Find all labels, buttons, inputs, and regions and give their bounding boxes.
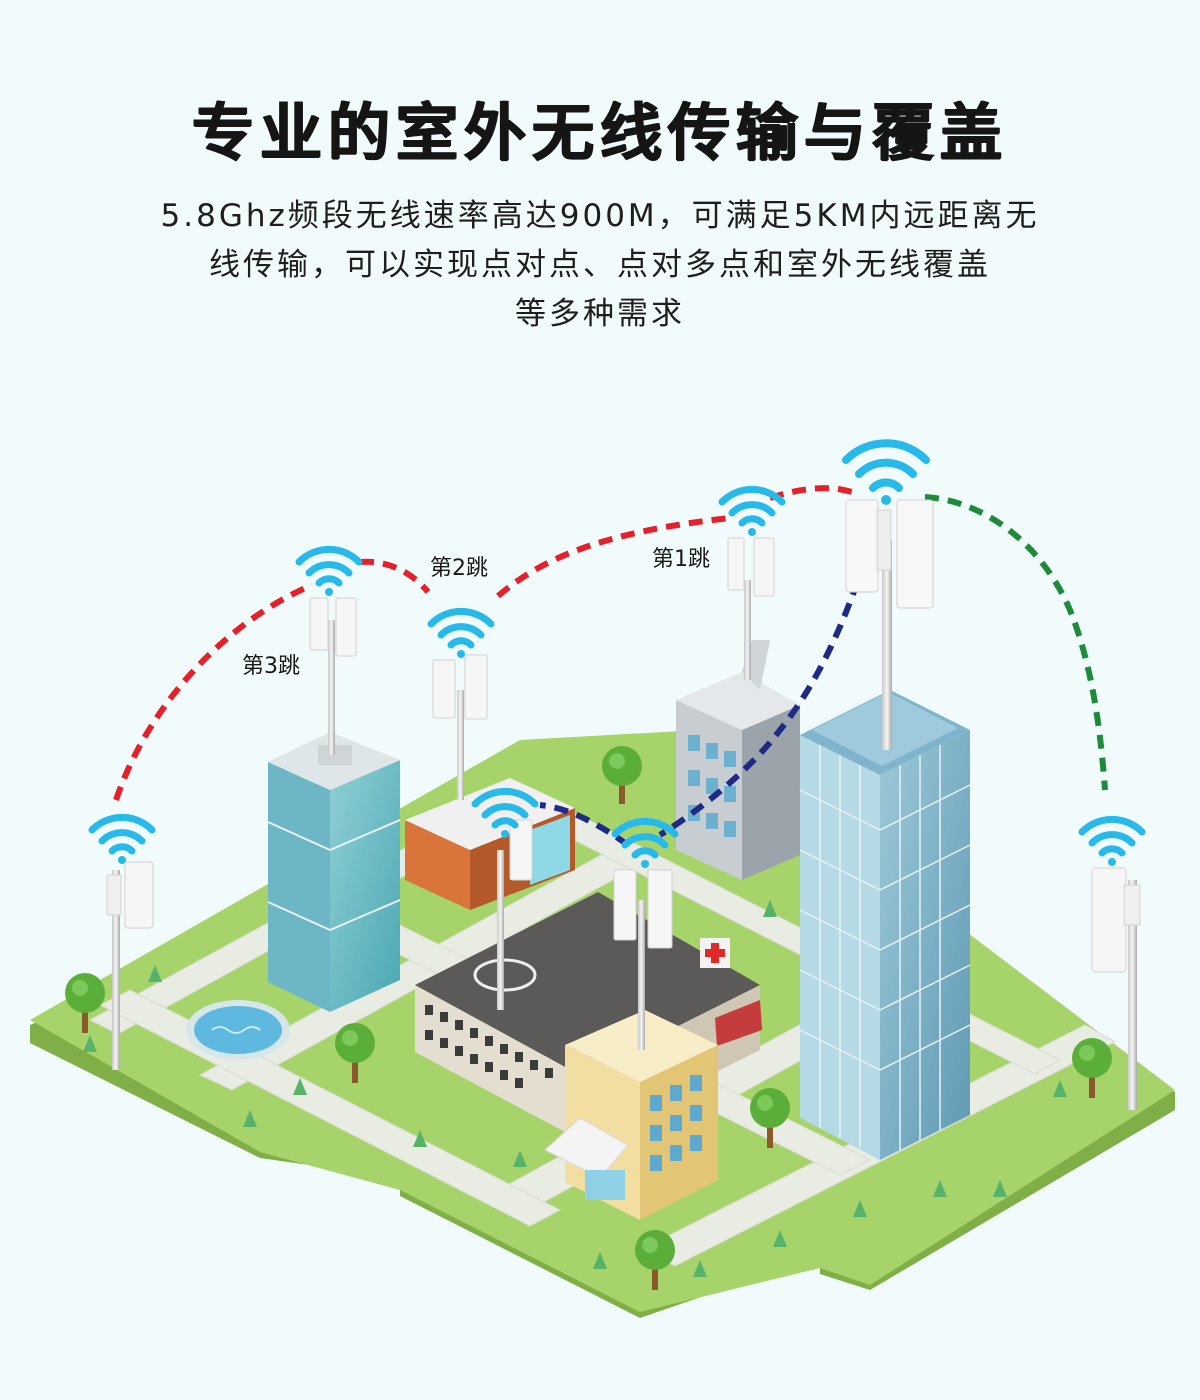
link-green [924, 494, 1108, 791]
yellow-building [544, 1010, 718, 1220]
hop-label-1: 第1跳 [652, 547, 710, 572]
wifi-signal-icon [88, 439, 1146, 868]
description-line-2: 线传输，可以实现点对点、点对多点和室外无线覆盖 [209, 247, 991, 283]
antenna-tower-icon [106, 499, 1141, 1110]
hop-label-2: 第2跳 [430, 556, 488, 581]
glass-tower-left [267, 732, 401, 1012]
tall-glass-tower [799, 690, 971, 1160]
wireless-links [113, 485, 1108, 848]
grass-shrubs [83, 900, 1067, 1277]
hospital-cross-icon [705, 943, 725, 963]
gray-office-building [676, 640, 800, 880]
description-line-3: 等多种需求 [515, 296, 685, 332]
page-description: 5.8Ghz频段无线速率高达900M，可满足5KM内远距离无 线传输，可以实现点… [100, 192, 1100, 339]
tree-icon [65, 746, 1112, 1290]
hop-label-3: 第3跳 [242, 654, 300, 679]
link-blue [539, 559, 868, 848]
pond [186, 1000, 290, 1060]
page-title: 专业的室外无线传输与覆盖 [191, 96, 1008, 169]
description-line-1: 5.8Ghz频段无线速率高达900M，可满足5KM内远距离无 [160, 198, 1040, 234]
